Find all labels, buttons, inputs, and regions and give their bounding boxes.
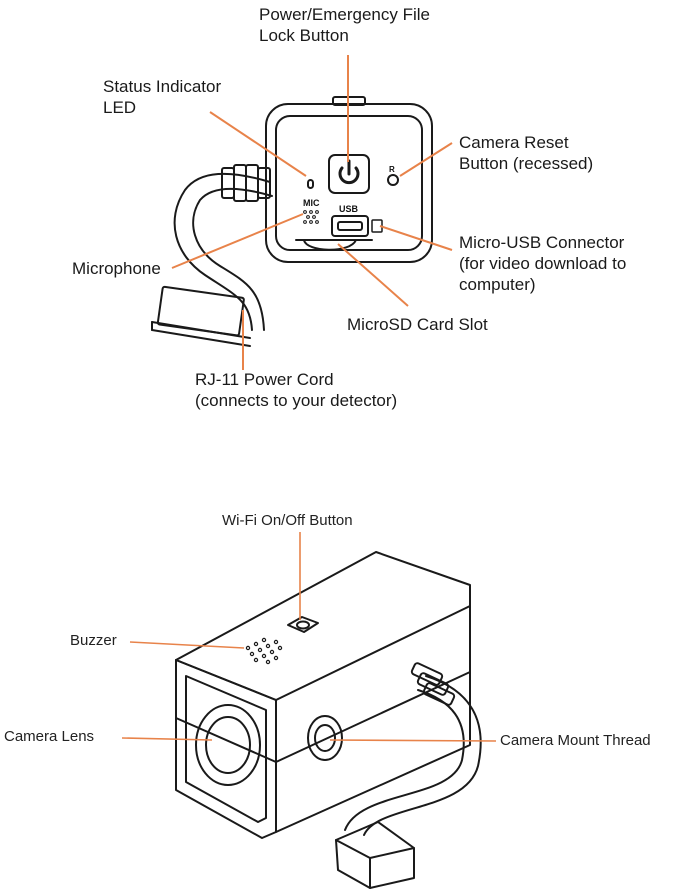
label-cord-line-2: (connects to your detector)	[195, 391, 398, 410]
callout-usb	[379, 225, 453, 251]
label-power-cord: RJ-11 Power Cord (connects to your detec…	[195, 369, 397, 411]
reset-text: R	[389, 165, 395, 174]
label-microsd: MicroSD Card Slot	[347, 314, 488, 335]
microsd-slot-shape	[295, 239, 373, 251]
callout-mic	[171, 213, 304, 269]
label-camera-lens: Camera Lens	[4, 728, 95, 745]
front-callouts	[121, 532, 497, 742]
label-wifi-button: Wi-Fi On/Off Button	[222, 512, 353, 529]
front-cable	[335, 662, 482, 889]
label-reset-line-1: Camera Reset	[459, 133, 569, 152]
label-buzzer: Buzzer	[70, 632, 117, 649]
reset-button-shape	[387, 174, 399, 186]
buzzer-holes	[245, 637, 283, 665]
label-cord-line-1: RJ-11 Power Cord	[195, 370, 334, 389]
label-mic-line-1: Microphone	[72, 259, 161, 278]
lens-shape	[195, 704, 261, 786]
wifi-button-shape	[287, 616, 319, 633]
label-power-button: Power/Emergency File Lock Button	[259, 4, 430, 46]
mic-text: MIC	[303, 198, 320, 208]
back-view-illustration	[151, 96, 433, 347]
label-led-line-1: Status Indicator	[103, 77, 222, 96]
label-usb-line-1: Micro-USB Connector	[459, 233, 625, 252]
label-mount-thread: Camera Mount Thread	[500, 732, 651, 749]
label-usb-line-2: (for video download to	[459, 254, 627, 273]
callout-led	[209, 111, 307, 177]
usb-text: USB	[339, 204, 359, 214]
front-housing	[175, 551, 471, 763]
label-power-line-1: Power/Emergency File	[259, 5, 431, 24]
back-cable	[151, 164, 273, 347]
status-led-shape	[307, 179, 314, 189]
mount-thread-shape	[307, 715, 343, 761]
label-reset-button: Camera Reset Button (recessed)	[459, 132, 593, 174]
label-microphone: Microphone	[72, 258, 161, 279]
label-micro-usb: Micro-USB Connector (for video download …	[459, 232, 626, 295]
label-reset-line-2: Button (recessed)	[459, 154, 594, 173]
callout-microsd	[337, 243, 409, 307]
back-callouts	[171, 55, 453, 370]
callout-reset	[399, 142, 453, 177]
mic-holes	[303, 210, 319, 224]
callout-lens	[121, 737, 213, 741]
callout-mount	[329, 739, 497, 742]
back-panel-text: MIC USB R	[303, 165, 395, 214]
usb-port-shape	[331, 215, 369, 237]
label-microsd-line-1: MicroSD Card Slot	[347, 315, 488, 334]
label-usb-line-3: computer)	[459, 275, 536, 294]
label-power-line-2: Lock Button	[259, 26, 349, 45]
front-view-illustration	[175, 551, 482, 889]
label-status-led: Status Indicator LED	[103, 76, 221, 118]
label-led-line-2: LED	[103, 98, 137, 117]
callout-buzzer	[129, 641, 245, 649]
